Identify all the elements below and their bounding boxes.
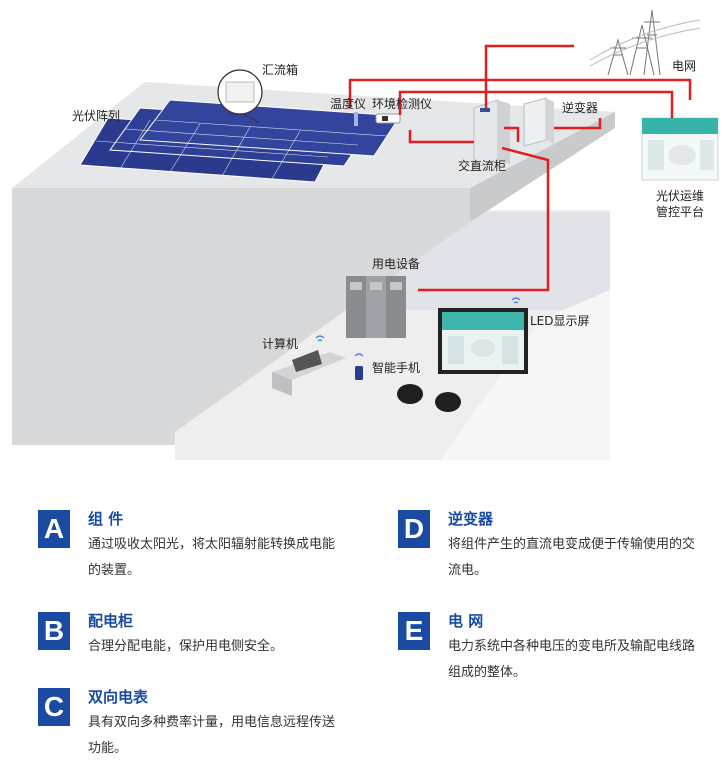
env-monitor xyxy=(375,113,401,124)
label-inverter: 逆变器 xyxy=(562,100,598,115)
legend-badge: D xyxy=(398,510,430,548)
legend-title: 逆变器 xyxy=(448,510,494,528)
platform-screen xyxy=(641,117,719,181)
smartphone xyxy=(354,353,364,380)
legend-desc: 电力系统中各种电压的变电所及输配电线路组成的整体。 xyxy=(448,639,696,680)
wiring xyxy=(348,44,692,292)
legend-desc: 将组件产生的直流电变成便于传输使用的交流电。 xyxy=(448,537,696,578)
power-equipment xyxy=(346,276,406,338)
label-power-equipment: 用电设备 xyxy=(372,257,420,271)
ac-dc-cabinet xyxy=(473,99,510,169)
label-platform-1: 光伏运维 xyxy=(656,189,704,203)
legend-badge: C xyxy=(38,688,70,726)
legend-title: 组 件 xyxy=(88,510,124,528)
legend-item-c: C 双向电表 具有双向多种费率计量，用电信息远程传送功能。 xyxy=(38,688,338,768)
label-pv-array: 光伏阵列 xyxy=(72,109,120,123)
legend-title: 双向电表 xyxy=(88,688,149,706)
thermometer xyxy=(354,112,358,126)
building-left-wall xyxy=(12,188,470,445)
label-thermometer: 温度仪 xyxy=(330,96,366,111)
pv-array xyxy=(79,99,401,183)
legend-title: 电 网 xyxy=(448,612,484,630)
legend-badge: E xyxy=(398,612,430,650)
computer xyxy=(272,335,346,396)
label-env-monitor: 环境检测仪 xyxy=(372,96,432,111)
label-grid: 电网 xyxy=(672,59,696,73)
chairs xyxy=(397,384,461,412)
label-combiner-box: 汇流箱 xyxy=(262,62,298,77)
legend-item-d: D 逆变器 将组件产生的直流电变成便于传输使用的交流电。 xyxy=(398,510,698,590)
interior-right-wall xyxy=(440,290,610,460)
legend-badge: B xyxy=(38,612,70,650)
label-platform-2: 管控平台 xyxy=(656,204,704,219)
label-smartphone: 智能手机 xyxy=(372,360,420,375)
legend-desc: 通过吸收太阳光，将太阳辐射能转换成电能的装置。 xyxy=(88,537,336,578)
legend-desc: 具有双向多种费率计量，用电信息远程传送功能。 xyxy=(88,715,336,756)
legend-badge: A xyxy=(38,510,70,548)
label-computer: 计算机 xyxy=(262,336,298,351)
inverter xyxy=(523,97,554,147)
label-led-screen: LED显示屏 xyxy=(530,314,590,328)
label-ac-dc-cabinet: 交直流柜 xyxy=(458,158,506,173)
legend-desc: 合理分配电能，保护用电侧安全。 xyxy=(88,639,284,654)
grid-towers xyxy=(589,9,701,76)
legend-item-b: B 配电柜 合理分配电能，保护用电侧安全。 xyxy=(38,612,338,692)
combiner-box xyxy=(217,69,263,123)
legend-item-a: A 组 件 通过吸收太阳光，将太阳辐射能转换成电能的装置。 xyxy=(38,510,338,590)
roof-edge xyxy=(470,112,615,222)
led-screen xyxy=(438,297,528,374)
solar-system-diagram: 光伏阵列 汇流箱 温度仪 环境检测仪 交直流柜 逆变器 电网 光伏运维 管控平台… xyxy=(12,9,719,460)
legend-title: 配电柜 xyxy=(88,612,134,630)
legend-item-e: E 电 网 电力系统中各种电压的变电所及输配电线路组成的整体。 xyxy=(398,612,698,692)
